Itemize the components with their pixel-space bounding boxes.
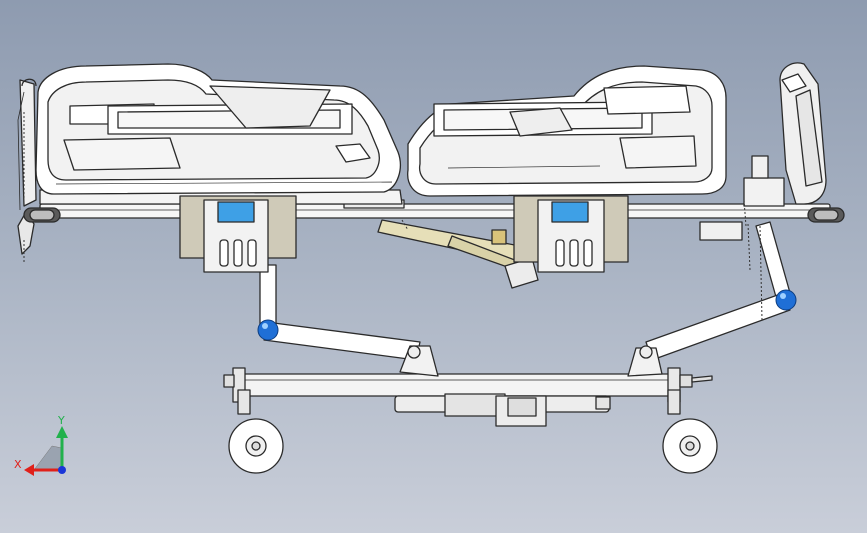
lift-arm-left xyxy=(259,264,439,377)
x-axis-label: X xyxy=(14,458,22,471)
base-frame xyxy=(223,367,713,427)
frame-actuator xyxy=(377,219,539,289)
joint-ball-left[interactable] xyxy=(257,319,279,341)
bumper-left xyxy=(23,207,61,223)
end-board-right xyxy=(743,62,827,207)
bumper-right xyxy=(807,207,845,223)
end-board-left xyxy=(17,78,37,255)
right-bracket xyxy=(513,195,629,273)
orientation-triad: Y X xyxy=(14,414,68,476)
joint-ball-right[interactable] xyxy=(775,289,797,311)
y-axis-label: Y xyxy=(57,414,65,427)
side-rail-right xyxy=(407,65,727,197)
z-axis-dot xyxy=(58,466,66,474)
side-rail-left xyxy=(35,63,401,195)
lift-arm-right xyxy=(627,221,793,377)
caster-right xyxy=(662,389,718,474)
left-bracket xyxy=(179,195,297,273)
triad-plane-shading xyxy=(33,445,63,471)
caster-left xyxy=(228,389,284,474)
tether-chains xyxy=(23,112,763,321)
